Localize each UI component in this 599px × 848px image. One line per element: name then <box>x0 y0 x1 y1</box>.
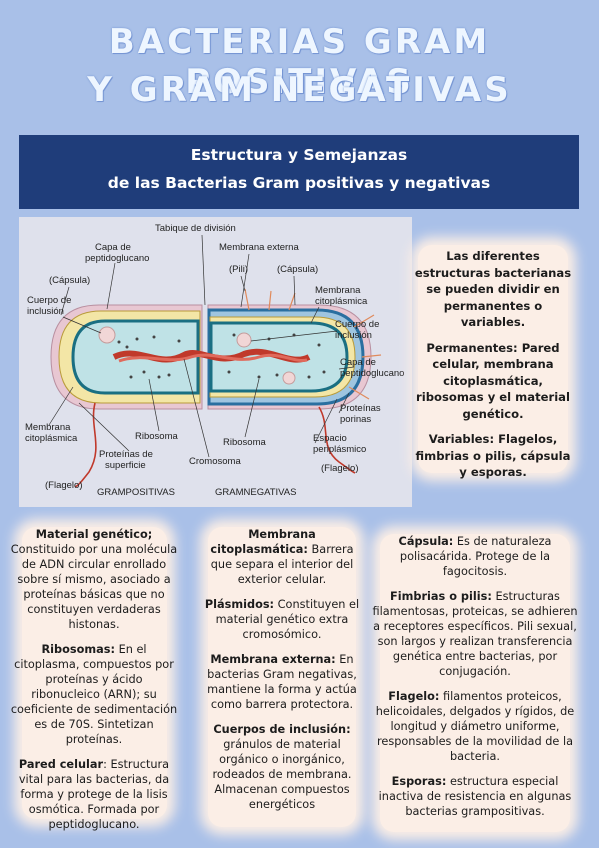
material-text: Constituido por una molécula de ADN circ… <box>10 543 178 631</box>
label-espacio1: Espacio <box>313 433 347 444</box>
block-ribosomas: Ribosomas: En el citoplasma, compuestos … <box>10 642 178 747</box>
banner-line2: de las Bacterias Gram positivas y negati… <box>107 174 491 192</box>
plasmidos-text: Constituyen el material genético extra c… <box>215 598 360 641</box>
label-cuerpo-r1: Cuerpo de <box>335 319 379 330</box>
block-membrana-externa: Membrana externa: En bacterias Gram nega… <box>200 652 364 712</box>
label-membrana-externa: Membrana externa <box>219 242 299 253</box>
col2-glow <box>208 527 356 827</box>
label-grampositivas: GRAMPOSITIVAS <box>97 487 175 498</box>
col1: Material genético; Constituido por una m… <box>10 527 178 842</box>
block-pared: Pared celular: Estructura vital para las… <box>10 757 178 832</box>
col3-glow <box>380 534 570 832</box>
side-summary: Las diferentes estructuras bacterianas s… <box>414 248 572 490</box>
esporas-text: estructura especial inactiva de resisten… <box>378 775 572 818</box>
membrana-text: Barrera que separa el interior del exter… <box>210 543 354 586</box>
material-title: Material genético; <box>35 528 153 541</box>
block-fimbrias: Fimbrias o pilis: Estructuras filamentos… <box>372 589 578 679</box>
page-title-line1: BACTERIAS GRAM POSITIVAS <box>108 22 491 102</box>
label-pili: (Pili) <box>229 264 248 275</box>
block-cuerpos: Cuerpos de inclusión: gránulos de materi… <box>200 722 364 812</box>
capsula-title: Cápsula: <box>398 535 454 548</box>
externa-text: En bacterias Gram negativas, mantiene la… <box>207 653 357 711</box>
label-cromosoma: Cromosoma <box>189 456 241 467</box>
externa-title: Membrana externa: <box>210 653 336 666</box>
label-capa-l2: peptidoglucano <box>85 253 149 264</box>
cuerpos-title: Cuerpos de inclusión: <box>213 723 351 736</box>
label-memb-cito-l1: Membrana <box>25 422 71 433</box>
label-proteinas-r1: Proteínas <box>340 403 381 414</box>
label-cuerpo-l1: Cuerpo de <box>27 295 71 306</box>
ribosomas-title: Ribosomas: <box>41 643 115 656</box>
fimbrias-text: Estructuras filamentosas, proteicas, se … <box>372 590 578 678</box>
label-capsula-left: (Cápsula) <box>49 275 90 286</box>
label-memb-cito-l2: citoplásmica <box>25 433 78 444</box>
capsula-text: Es de naturaleza polisacárida. Protege d… <box>399 535 552 578</box>
label-ribosoma-left: Ribosoma <box>135 431 178 442</box>
col1-glow <box>22 527 167 819</box>
fimbrias-title: Fimbrias o pilis: <box>390 590 492 603</box>
label-flagelo-right: (Flagelo) <box>321 463 359 474</box>
block-membrana: Membrana citoplasmática: Barrera que sep… <box>200 527 364 587</box>
label-ribosoma-right: Ribosoma <box>223 437 266 448</box>
inclusion-body <box>282 371 296 385</box>
side-p2: Permanentes: Pared celular, membrana cit… <box>416 340 570 421</box>
section-banner: Estructura y Semejanzas de las Bacterias… <box>19 135 579 209</box>
banner-line1: Estructura y Semejanzas <box>190 146 408 164</box>
plasmidos-title: Plásmidos: <box>204 598 275 611</box>
flagellum-left <box>74 402 97 488</box>
label-flagelo-left: (Flagelo) <box>45 480 83 491</box>
label-gramnegativas: GRAMNEGATIVAS <box>215 487 296 498</box>
side-p1: Las diferentes estructuras bacterianas s… <box>414 249 572 329</box>
label-tabique: Tabique de división <box>155 223 236 234</box>
label-proteinas-r2: porinas <box>340 414 371 425</box>
pared-text: : Estructura vital para las bacterias, d… <box>18 758 170 831</box>
label-capa-r1: Capa de <box>340 357 376 368</box>
block-esporas: Esporas: estructura especial inactiva de… <box>372 774 578 819</box>
side-glow <box>418 245 568 473</box>
label-espacio2: periplásmico <box>313 444 366 455</box>
label-cuerpo-l2: inclusión <box>27 306 64 317</box>
inclusion-body <box>236 332 252 348</box>
block-plasmidos: Plásmidos: Constituyen el material genét… <box>200 597 364 642</box>
label-capsula-right: (Cápsula) <box>277 264 318 275</box>
label-cuerpo-r2: inclusión <box>335 330 372 341</box>
block-material: Material genético; Constituido por una m… <box>10 527 178 632</box>
label-prot-sup1: Proteínas de <box>99 449 153 460</box>
flagelo-title: Flagelo: <box>388 690 440 703</box>
label-prot-sup2: superficie <box>105 460 146 471</box>
col3: Cápsula: Es de naturaleza polisacárida. … <box>372 534 578 829</box>
label-memb-cito-r1: Membrana <box>315 285 361 296</box>
label-capa-l1: Capa de <box>95 242 131 253</box>
label-capa-r2: peptidoglucano <box>340 368 404 379</box>
cuerpos-text: gránulos de material orgánico o inorgáni… <box>212 738 352 811</box>
bacteria-illustration: Tabique de división Capa de peptidogluca… <box>25 223 404 498</box>
side-p3: Variables: Flagelos, fimbrias o pilis, c… <box>415 432 571 479</box>
membrana-title: Membrana citoplasmática: <box>210 528 316 556</box>
flagelo-text: filamentos proteicos, helicoidales, delg… <box>375 690 575 763</box>
pared-title: Pared celular <box>18 758 104 771</box>
block-flagelo: Flagelo: filamentos proteicos, helicoida… <box>372 689 578 764</box>
ribosomas-text: En el citoplasma, compuestos por proteín… <box>10 643 178 746</box>
label-memb-cito-r2: citoplásmica <box>315 296 368 307</box>
page-title-line2: Y GRAM NEGATIVAS <box>87 70 512 110</box>
col2: Membrana citoplasmática: Barrera que sep… <box>200 527 364 822</box>
block-capsula: Cápsula: Es de naturaleza polisacárida. … <box>372 534 578 579</box>
esporas-title: Esporas: <box>391 775 447 788</box>
inclusion-body <box>98 326 116 344</box>
bacteria-diagram: Tabique de división Capa de peptidogluca… <box>19 217 412 507</box>
